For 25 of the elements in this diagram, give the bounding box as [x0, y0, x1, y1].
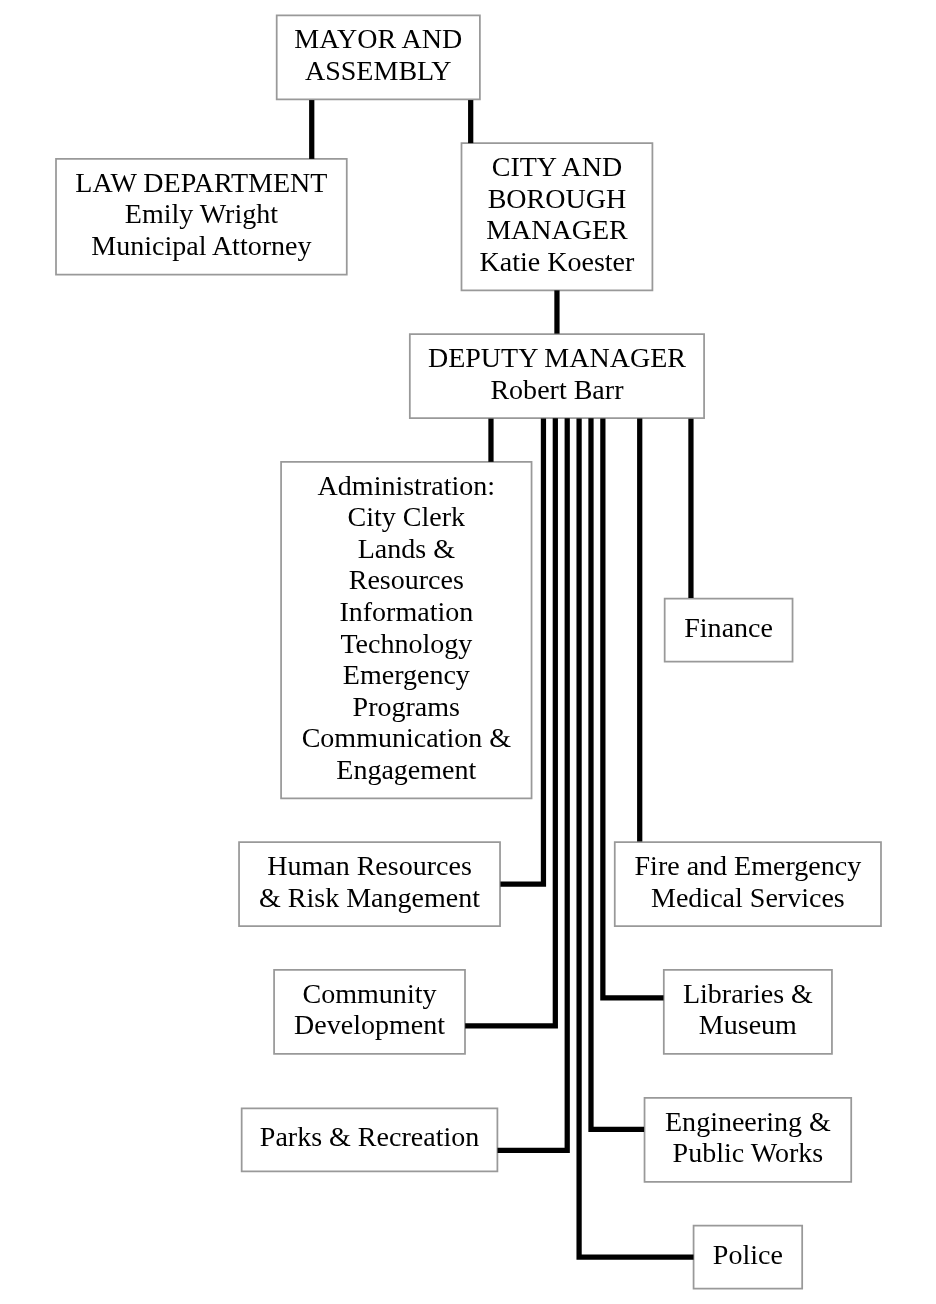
node-box: Engineering & Public Works [643, 1096, 852, 1183]
connector [497, 418, 570, 1153]
node-box: LAW DEPARTMENT Emily Wright Municipal Attorney [54, 158, 348, 276]
connector [487, 418, 494, 462]
node-box: Finance [663, 597, 793, 663]
node-box: Fire and Emergency Medical Services [613, 841, 882, 927]
connector [575, 418, 694, 1260]
node-box: CITY AND BOROUGH MANAGER Katie Koester [460, 142, 653, 292]
connector [464, 418, 558, 1029]
node-box: MAYOR AND ASSEMBLY [275, 14, 481, 101]
connector [687, 418, 694, 598]
connector [467, 100, 473, 144]
node-box: Police [692, 1224, 803, 1290]
node-box: DEPUTY MANAGER Robert Barr [408, 333, 705, 420]
connector [587, 418, 644, 1132]
node-box: Administration: City Clerk Lands & Resources Information Technology Emergency Programs Communication & Engagement [279, 461, 532, 800]
connector [636, 418, 642, 842]
connector [499, 418, 546, 887]
connector [553, 290, 560, 334]
connector [599, 418, 663, 1001]
node-box: Parks & Recreation [240, 1107, 498, 1173]
node-box: Libraries & Museum [662, 969, 833, 1055]
node-box: Community Development [272, 969, 466, 1055]
connector [308, 100, 314, 159]
node-box: Human Resources & Risk Mangement [237, 841, 501, 927]
